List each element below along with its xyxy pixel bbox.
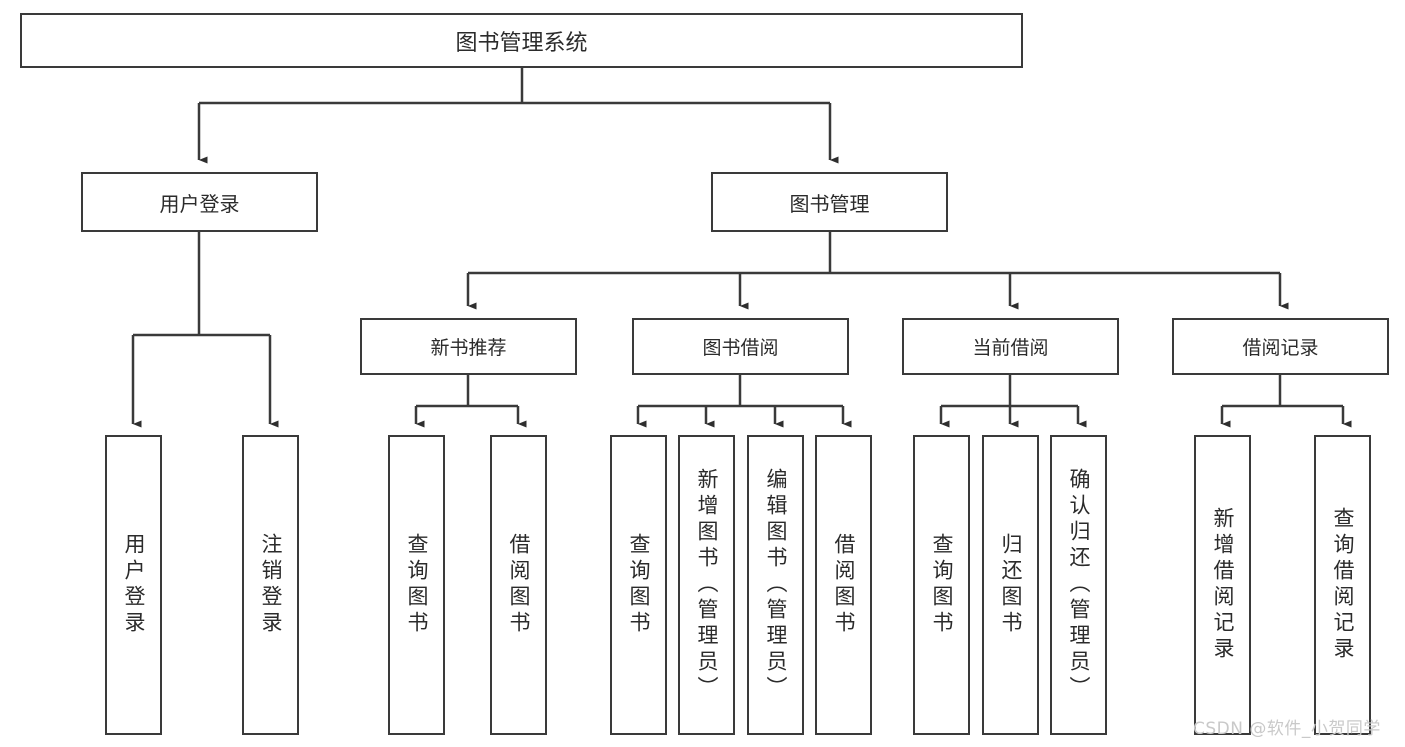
node-leaf-borrow-book-2-label: 借阅图书 <box>832 533 856 637</box>
node-borrow-record[interactable]: 借阅记录 <box>1172 318 1389 375</box>
node-leaf-query-book-1-label: 查询图书 <box>405 533 429 637</box>
node-book-management-label: 图书管理 <box>789 191 870 216</box>
node-leaf-user-login[interactable]: 用户登录 <box>105 435 162 735</box>
node-leaf-logout-login[interactable]: 注销登录 <box>242 435 299 735</box>
node-leaf-query-record[interactable]: 查询借阅记录 <box>1314 435 1371 735</box>
node-leaf-query-book-3[interactable]: 查询图书 <box>913 435 970 735</box>
node-current-borrow-label: 当前借阅 <box>972 337 1049 359</box>
node-leaf-borrow-book-1-label: 借阅图书 <box>507 533 531 637</box>
node-leaf-query-record-label: 查询借阅记录 <box>1331 507 1355 663</box>
node-leaf-return-book[interactable]: 归还图书 <box>982 435 1039 735</box>
node-user-login-label: 用户登录 <box>159 191 240 216</box>
node-leaf-add-record[interactable]: 新增借阅记录 <box>1194 435 1251 735</box>
node-leaf-add-book-label: 新增图书（管理员） <box>695 468 719 702</box>
node-leaf-add-book[interactable]: 新增图书（管理员） <box>678 435 735 735</box>
node-book-borrow-label: 图书借阅 <box>702 337 779 359</box>
node-borrow-record-label: 借阅记录 <box>1242 337 1319 359</box>
node-leaf-query-book-3-label: 查询图书 <box>930 533 954 637</box>
node-user-login[interactable]: 用户登录 <box>81 172 318 232</box>
node-leaf-confirm-return[interactable]: 确认归还（管理员） <box>1050 435 1107 735</box>
watermark-csdn: CSDN @软件_小贺同学 <box>1193 719 1381 739</box>
node-leaf-query-book-2-label: 查询图书 <box>627 533 651 637</box>
node-book-borrow[interactable]: 图书借阅 <box>632 318 849 375</box>
node-book-management[interactable]: 图书管理 <box>711 172 948 232</box>
node-leaf-return-book-label: 归还图书 <box>999 533 1023 637</box>
node-leaf-query-book-1[interactable]: 查询图书 <box>388 435 445 735</box>
node-current-borrow[interactable]: 当前借阅 <box>902 318 1119 375</box>
node-leaf-confirm-return-label: 确认归还（管理员） <box>1067 468 1091 702</box>
node-leaf-edit-book-label: 编辑图书（管理员） <box>764 468 788 702</box>
node-leaf-logout-login-label: 注销登录 <box>259 533 283 637</box>
node-root-system[interactable]: 图书管理系统 <box>20 13 1023 68</box>
node-leaf-borrow-book-2[interactable]: 借阅图书 <box>815 435 872 735</box>
node-leaf-borrow-book-1[interactable]: 借阅图书 <box>490 435 547 735</box>
node-new-book-recommend-label: 新书推荐 <box>430 337 507 359</box>
node-root-label: 图书管理系统 <box>455 30 588 56</box>
node-leaf-add-record-label: 新增借阅记录 <box>1211 507 1235 663</box>
node-new-book-recommend[interactable]: 新书推荐 <box>360 318 577 375</box>
node-leaf-user-login-label: 用户登录 <box>122 533 146 637</box>
node-leaf-query-book-2[interactable]: 查询图书 <box>610 435 667 735</box>
node-leaf-edit-book[interactable]: 编辑图书（管理员） <box>747 435 804 735</box>
